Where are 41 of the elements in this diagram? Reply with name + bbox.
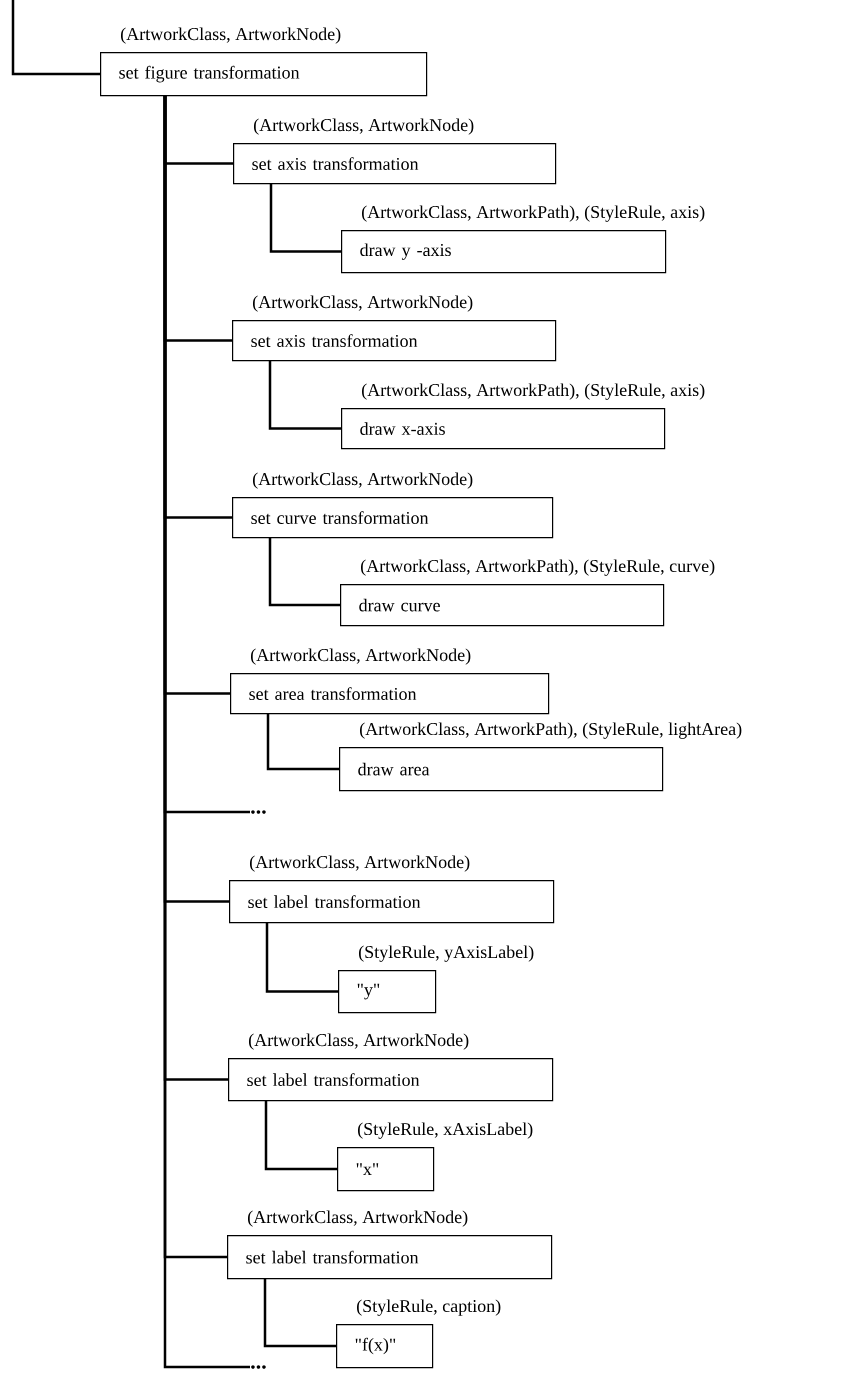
process-box: set label transformation (227, 1235, 553, 1280)
process-box: draw curve (340, 584, 665, 627)
annotation-label: (StyleRule, xAxisLabel) (358, 1122, 533, 1139)
annotation-label: (ArtworkClass, ArtworkNode) (253, 472, 473, 489)
annotation-label: (ArtworkClass, ArtworkPath), (StyleRule, lightArea) (360, 722, 742, 739)
process-box: draw x-axis (341, 408, 666, 450)
ellipsis-text: ... (251, 810, 266, 814)
annotation-label: (ArtworkClass, ArtworkPath), (StyleRule, curve) (361, 559, 715, 576)
connector-line (163, 95, 250, 1369)
annotation-label: (ArtworkClass, ArtworkPath), (StyleRule, axis) (362, 205, 705, 222)
process-box: set figure transformation (100, 52, 428, 97)
process-box: set label transformation (229, 880, 555, 924)
annotation-label: (StyleRule, caption) (357, 1299, 501, 1316)
connector-line (11, 0, 100, 76)
connector-line (266, 713, 339, 771)
process-box: set curve transformation (232, 497, 554, 539)
annotation-label: (ArtworkClass, ArtworkNode) (251, 648, 471, 665)
connector-line (268, 537, 340, 607)
annotation-label: (StyleRule, yAxisLabel) (359, 945, 534, 962)
process-box: "x" (337, 1147, 435, 1192)
process-box: draw area (339, 747, 664, 792)
connector-line (268, 360, 341, 430)
process-box: draw y -axis (341, 230, 667, 274)
annotation-label: (ArtworkClass, ArtworkNode) (253, 295, 473, 312)
process-box: set axis transformation (233, 143, 557, 185)
annotation-label: (ArtworkClass, ArtworkNode) (248, 1210, 468, 1227)
connector-line (269, 183, 341, 253)
annotation-label: (ArtworkClass, ArtworkNode) (254, 118, 474, 135)
annotation-label: (ArtworkClass, ArtworkNode) (250, 855, 470, 872)
annotation-label: (ArtworkClass, ArtworkNode) (249, 1033, 469, 1050)
process-box: "f(x)" (336, 1324, 434, 1369)
process-box: set axis transformation (232, 320, 557, 362)
process-box: set area transformation (230, 673, 550, 715)
connector-line (264, 1100, 337, 1171)
process-box: set label transformation (228, 1058, 554, 1102)
annotation-label: (ArtworkClass, ArtworkPath), (StyleRule, axis) (362, 383, 705, 400)
process-box: "y" (338, 970, 437, 1014)
ellipsis-text: ... (251, 1365, 266, 1369)
annotation-label: (ArtworkClass, ArtworkNode) (121, 27, 341, 44)
connector-line (263, 1278, 336, 1348)
connector-line (265, 922, 338, 993)
